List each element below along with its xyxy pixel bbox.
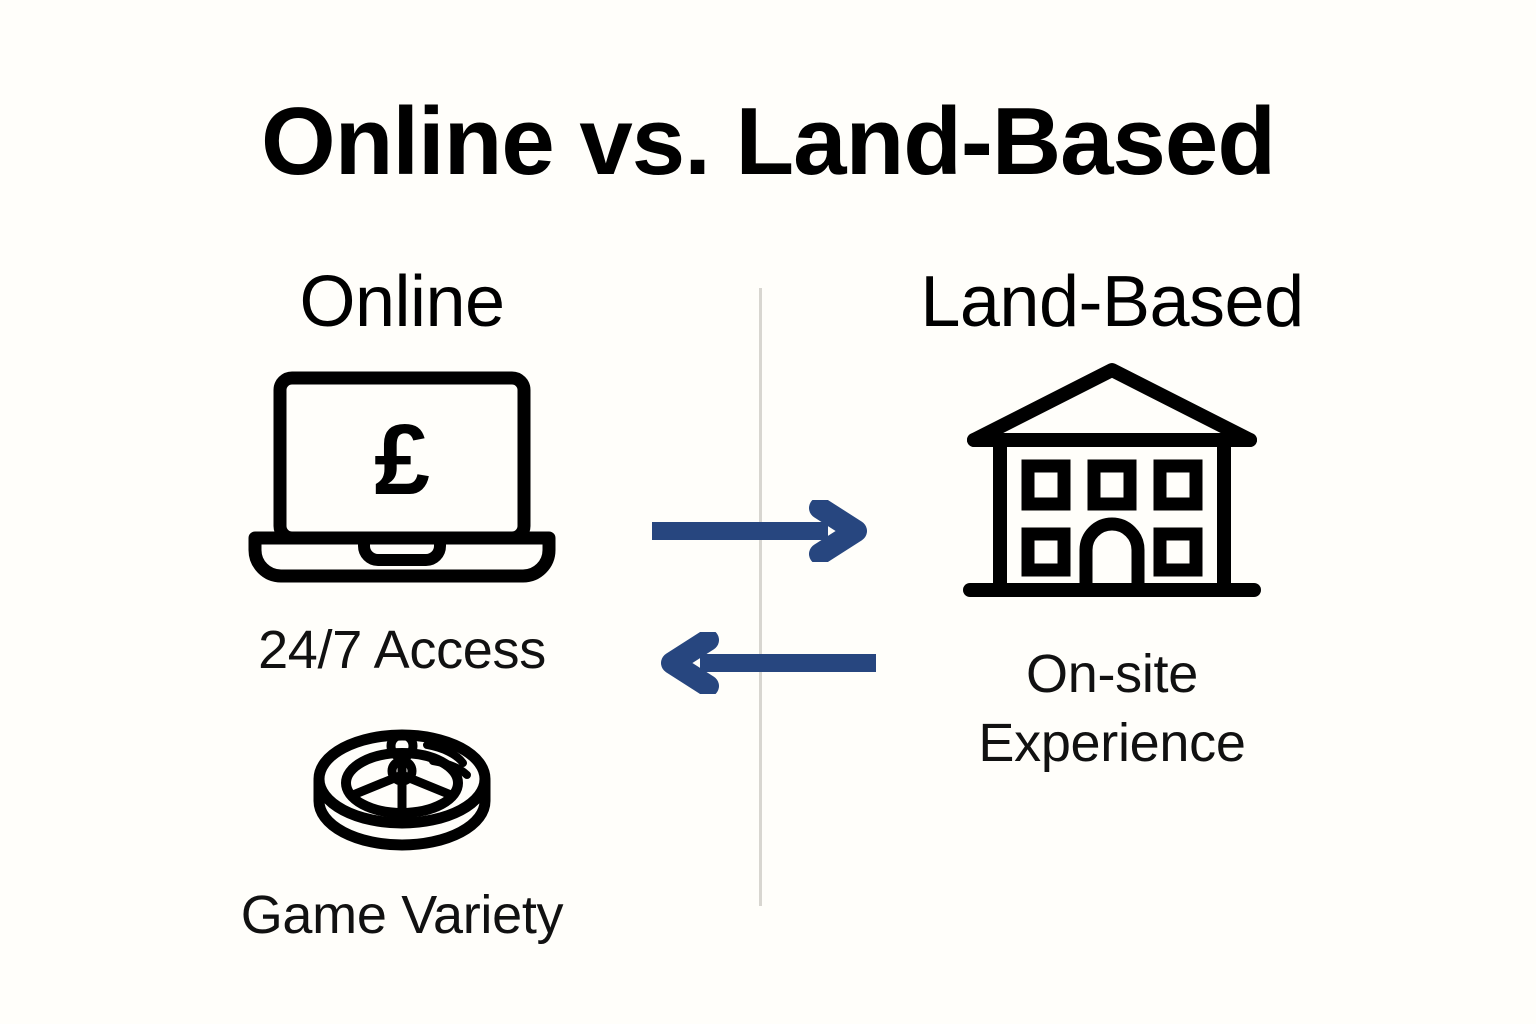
- caption-on-site-line2: Experience: [978, 713, 1246, 774]
- caption-game-variety: Game Variety: [240, 885, 564, 946]
- arrow-landbased-to-online: [644, 629, 876, 699]
- svg-text:£: £: [374, 404, 430, 516]
- casino-building-icon: [832, 344, 1392, 612]
- roulette-wheel-icon: [122, 703, 682, 863]
- column-heading-online: Online: [299, 262, 505, 342]
- column-land-based: Land-Based: [832, 266, 1392, 778]
- arrow-online-to-landbased: [652, 497, 878, 567]
- column-online: Online £ 24/7 Access: [122, 266, 682, 950]
- page-title: Online vs. Land-Based: [261, 88, 1276, 195]
- caption-24-7-access: 24/7 Access: [258, 620, 546, 680]
- column-heading-land-based: Land-Based: [920, 262, 1304, 342]
- caption-on-site-line1: On-site: [1026, 644, 1198, 704]
- laptop-pound-icon: £: [122, 356, 682, 586]
- caption-on-site-experience: On-site Experience: [832, 640, 1392, 778]
- center-divider: [759, 288, 762, 906]
